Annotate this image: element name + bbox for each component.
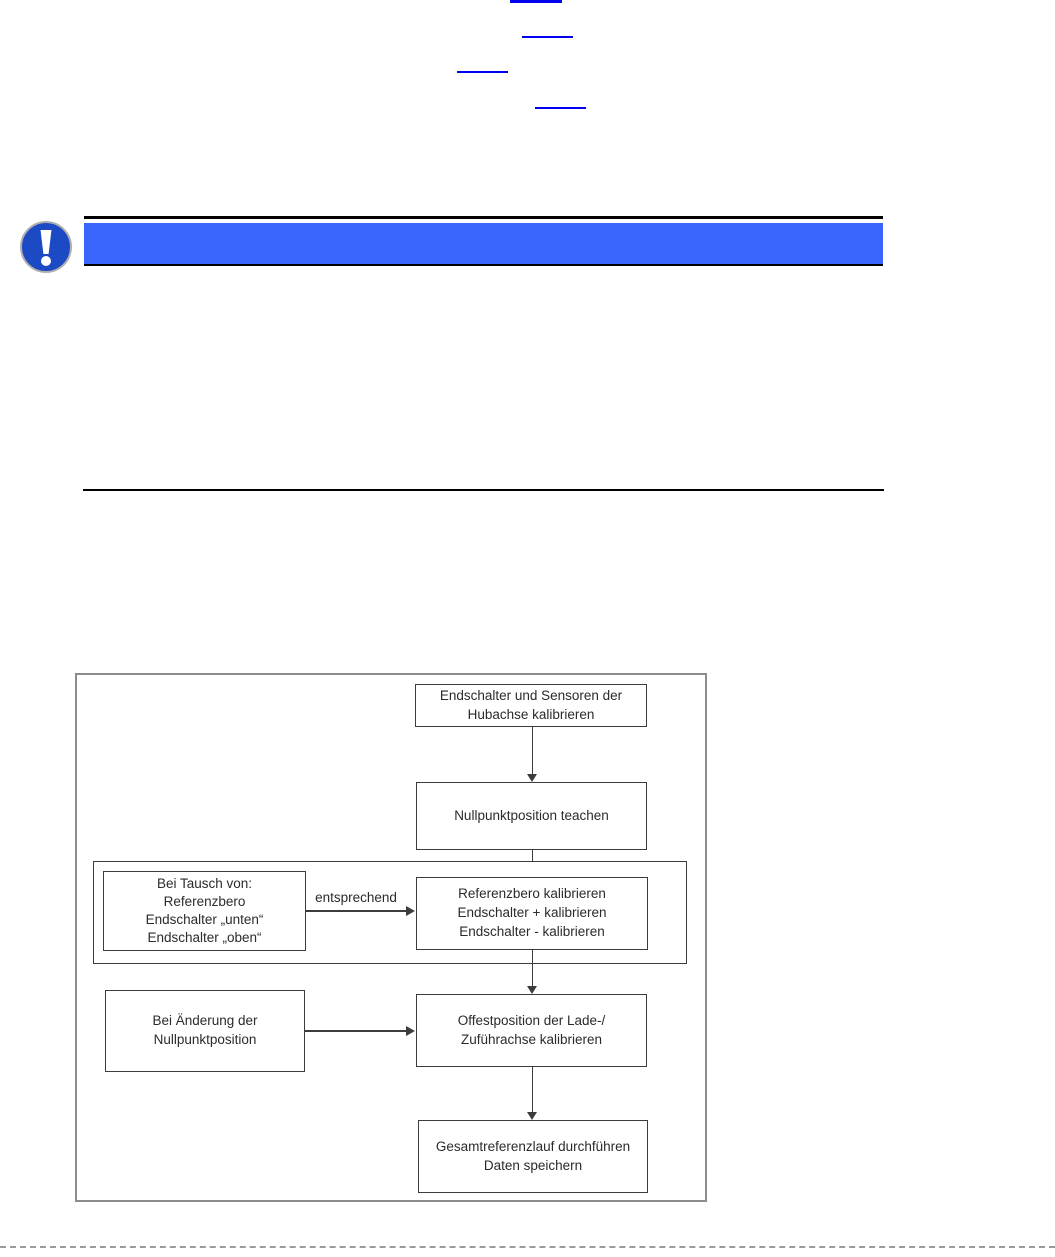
top-link-underline-2[interactable]: [522, 36, 573, 38]
top-link-underline-1[interactable]: [510, 0, 562, 3]
flow-node-nullpunktposition: Nullpunktposition teachen: [416, 782, 647, 850]
flow-node-line: Endschalter - kalibrieren: [459, 923, 605, 939]
flow-node-line: Offestposition der Lade-/: [457, 1012, 606, 1028]
flow-node-endschalter-sensoren: Endschalter und Sensoren der Hubachse ka…: [415, 684, 647, 727]
flow-node-line: Gesamtreferenzlauf durchführen: [435, 1138, 631, 1154]
flow-node-line: Zuführachse kalibrieren: [460, 1031, 603, 1047]
flow-node-line: Bei Tausch von:: [156, 875, 253, 891]
flow-node-line: Endschalter und Sensoren der: [439, 688, 623, 704]
top-link-underline-3[interactable]: [457, 71, 508, 73]
flow-node-line: Endschalter + kalibrieren: [457, 905, 607, 921]
connector-vertical-1: [531, 727, 533, 775]
flow-node-line: Bei Änderung der: [152, 1013, 258, 1029]
flow-node-bei-tausch: Bei Tausch von: Referenzbero Endschalter…: [103, 871, 306, 951]
flow-node-offsetposition: Offestposition der Lade-/ Zuführachse ka…: [416, 994, 647, 1067]
arrowhead-right-icon: [406, 1026, 415, 1036]
arrowhead-right-icon: [406, 906, 415, 916]
connector-vertical-4: [531, 1067, 533, 1113]
connector-vertical-2: [531, 850, 533, 870]
flow-node-referenzbero-kalibrieren: Referenzbero kalibrieren Endschalter + k…: [416, 877, 648, 950]
flow-node-gesamtreferenzlauf: Gesamtreferenzlauf durchführen Daten spe…: [418, 1120, 648, 1193]
edge-label-entsprechend: entsprechend: [315, 890, 397, 905]
connector-horizontal-1: [306, 910, 407, 912]
flow-node-bei-aenderung: Bei Änderung der Nullpunktposition: [105, 990, 305, 1072]
exclamation-bar: [40, 230, 52, 254]
arrowhead-down-icon: [527, 986, 537, 994]
flow-node-line: Nullpunktposition: [153, 1032, 257, 1047]
exclamation-circle-icon: [20, 221, 72, 273]
section-divider-rule: [83, 489, 884, 491]
flow-node-line: Nullpunktposition teachen: [454, 807, 609, 823]
connector-vertical-3: [531, 950, 533, 987]
flow-node-line: Hubachse kalibrieren: [467, 706, 595, 722]
notice-banner: [84, 223, 883, 264]
notice-banner-bottom-rule: [84, 264, 883, 266]
flow-node-line: Daten speichern: [483, 1157, 583, 1173]
flow-node-line: Referenzbero kalibrieren: [458, 886, 606, 902]
exclamation-dot: [41, 256, 51, 266]
arrowhead-down-icon: [527, 774, 537, 782]
page-break-dashed-line: [0, 1246, 1055, 1248]
flow-node-line: Endschalter „unten“: [145, 912, 264, 927]
notice-banner-top-rule: [84, 216, 883, 219]
top-link-underline-4[interactable]: [535, 107, 586, 109]
flow-node-line: Referenzbero: [163, 893, 246, 909]
flow-node-line: Endschalter „oben“: [147, 930, 262, 946]
arrowhead-down-icon: [527, 1112, 537, 1120]
connector-horizontal-2: [305, 1030, 407, 1032]
